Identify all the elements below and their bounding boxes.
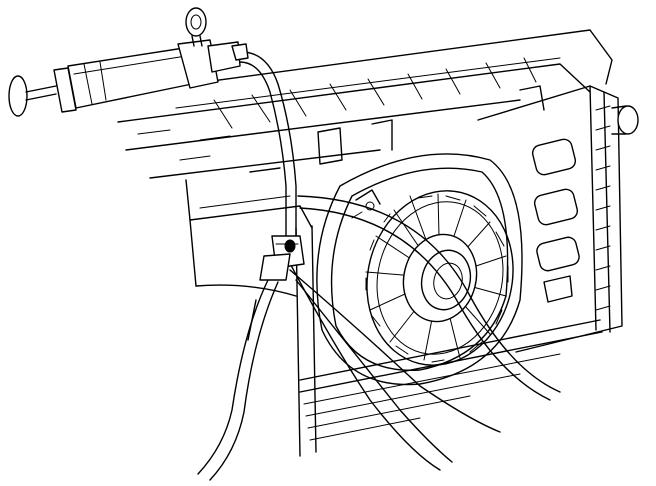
- cooling-fan: [365, 190, 514, 366]
- fan-shroud: [316, 153, 523, 386]
- hose-connector: [259, 235, 305, 281]
- hand-vacuum-pump: [8, 7, 249, 117]
- bumper-cover: [185, 179, 313, 297]
- upper-panel: [117, 29, 613, 179]
- radiator: [477, 85, 639, 353]
- tube-lines: [283, 195, 561, 471]
- vacuum-hose: [197, 51, 297, 481]
